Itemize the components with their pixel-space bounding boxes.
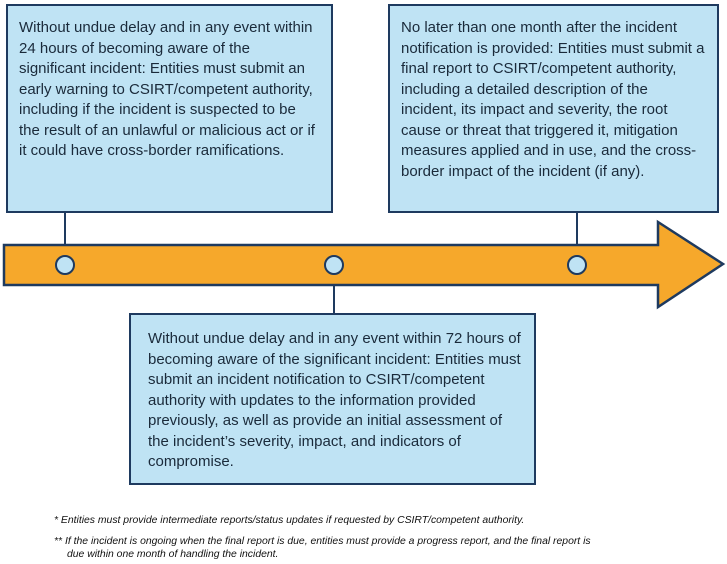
early-warning-text: Without undue delay and in any event wit… — [19, 19, 315, 159]
milestone-marker-final — [567, 255, 587, 275]
milestone-marker-24h — [55, 255, 75, 275]
early-warning-box: Without undue delay and in any event wit… — [6, 4, 333, 213]
footnote-2-marker: ** — [54, 536, 63, 547]
milestone-marker-72h — [324, 255, 344, 275]
footnote-intermediate-reports: * Entities must provide intermediate rep… — [54, 514, 714, 527]
timeline-arrow — [2, 219, 726, 310]
final-report-text: No later than one month after the incide… — [401, 19, 705, 180]
incident-notification-box: Without undue delay and in any event wit… — [129, 313, 536, 485]
final-report-box: No later than one month after the incide… — [388, 4, 719, 213]
footnote-progress-report: ** If the incident is ongoing when the f… — [54, 535, 719, 561]
footnote-2-line2: due within one month of handling the inc… — [67, 549, 279, 560]
footnote-1-text: * Entities must provide intermediate rep… — [54, 515, 525, 526]
incident-notification-text: Without undue delay and in any event wit… — [148, 330, 521, 470]
footnote-2-line1: If the incident is ongoing when the fina… — [64, 536, 591, 547]
